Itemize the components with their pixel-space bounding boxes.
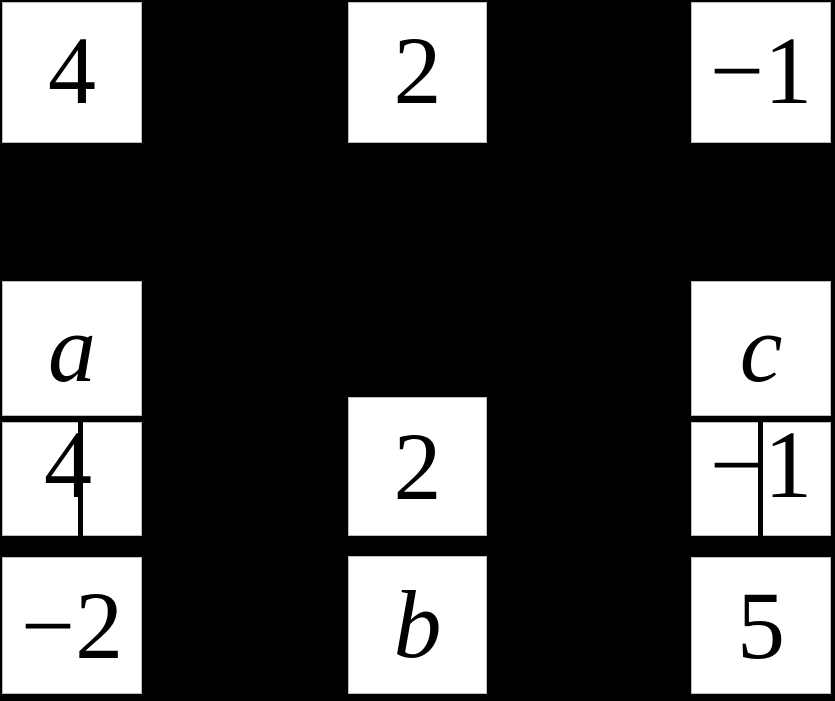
cell-glyph: 4 <box>44 422 92 518</box>
cell-glyph: a <box>48 294 96 402</box>
cell-glyph: 2 <box>393 16 442 124</box>
variable-cell-row4-col2: b <box>348 556 487 694</box>
value-cell-row4-col3: 5 <box>691 557 831 694</box>
value-cell-row4-col1: −2 <box>2 557 142 694</box>
cell-glyph: 2 <box>393 412 442 520</box>
cell-glyph: −1 <box>709 16 813 124</box>
cell-glyph: 5 <box>737 571 785 679</box>
value-cell-row1-col2: 2 <box>348 2 487 143</box>
cell-glyph: −2 <box>20 571 124 679</box>
vertical-rule-row3-col1 <box>78 422 83 536</box>
value-cell-row3-col1: 4 <box>2 422 142 536</box>
value-cell-row3-col2: 2 <box>348 397 487 536</box>
cell-glyph: 4 <box>48 16 96 124</box>
variable-cell-row2-col3: c <box>691 281 831 416</box>
vertical-rule-row3-col3 <box>758 422 763 536</box>
variable-cell-row2-col1: a <box>2 281 142 416</box>
cell-glyph: c <box>739 294 783 402</box>
cell-glyph: b <box>393 571 442 678</box>
value-cell-row1-col1: 4 <box>2 2 142 143</box>
value-cell-row1-col3: −1 <box>691 2 831 143</box>
